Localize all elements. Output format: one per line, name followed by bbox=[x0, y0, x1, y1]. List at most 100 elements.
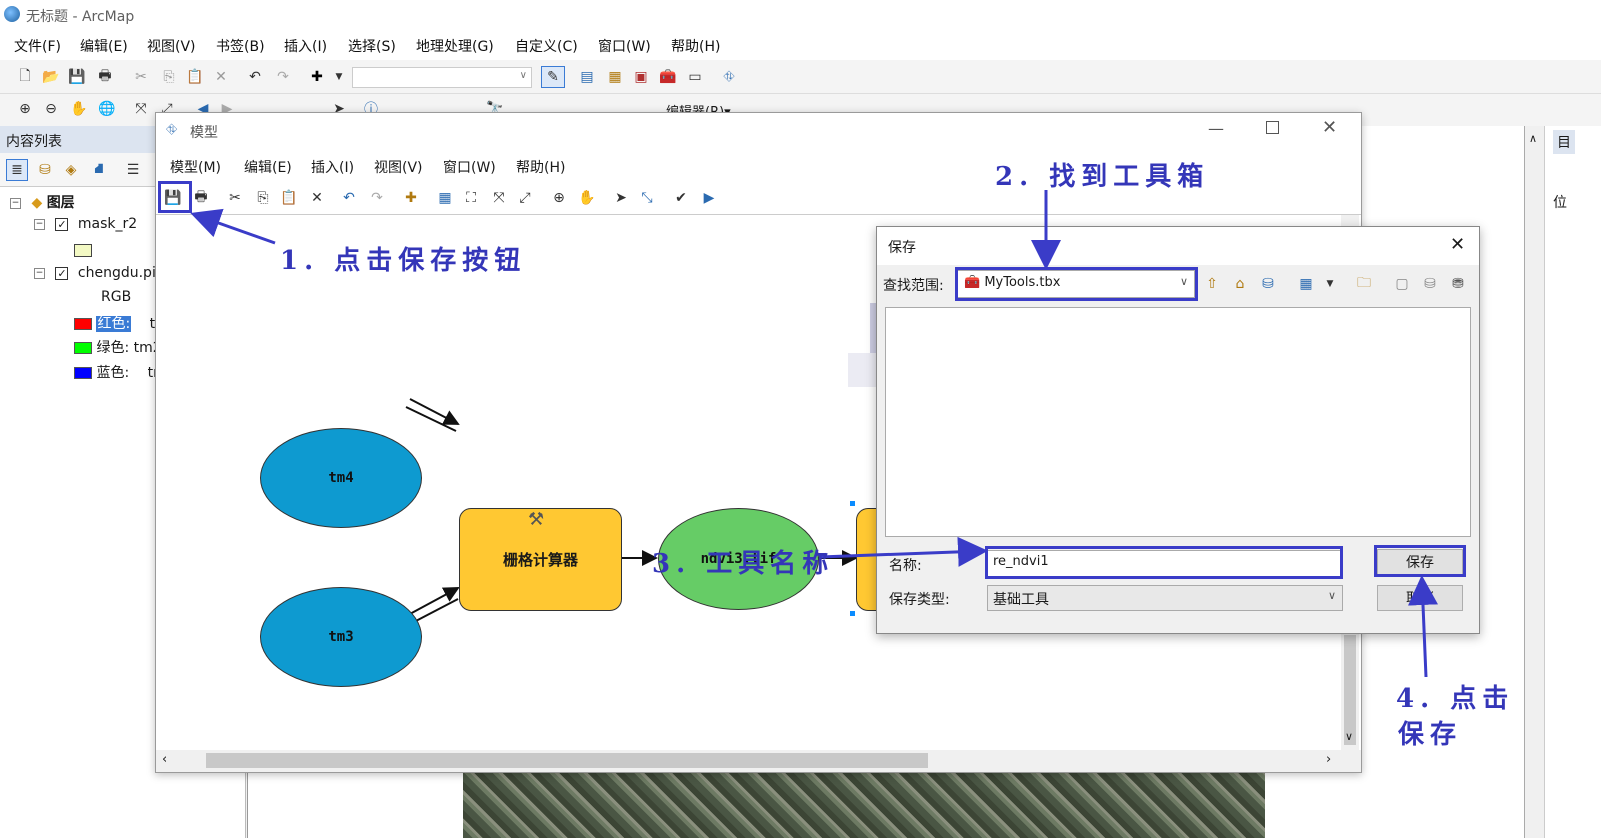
fixed-zoom-in-icon[interactable]: ⤧ bbox=[135, 101, 147, 117]
cancel-button[interactable]: 取消 bbox=[1377, 585, 1463, 611]
menu-model[interactable]: 模型(M) bbox=[170, 160, 222, 176]
copy-icon[interactable]: ⎘ bbox=[163, 69, 175, 85]
panel-tab[interactable]: 目 bbox=[1553, 130, 1575, 154]
band-green[interactable]: 绿色: tm2 bbox=[74, 337, 162, 357]
copy-icon[interactable]: ⎘ bbox=[257, 190, 269, 206]
menu-geoprocessing[interactable]: 地理处理(G) bbox=[416, 39, 494, 55]
scroll-thumb[interactable] bbox=[206, 753, 928, 768]
scale-combo[interactable]: ∨ bbox=[352, 67, 532, 88]
paste-icon[interactable]: 📋 bbox=[280, 190, 298, 206]
band-red[interactable]: 红色: t bbox=[74, 313, 155, 333]
catalog-icon[interactable]: ▦ bbox=[608, 69, 622, 85]
cut-icon[interactable]: ✂ bbox=[229, 190, 241, 206]
pan-icon[interactable]: ✋ bbox=[578, 190, 596, 206]
up-one-level-icon[interactable]: ⇧ bbox=[1206, 276, 1218, 292]
name-input[interactable]: re_ndvi1 bbox=[987, 550, 1343, 578]
undo-icon[interactable]: ↶ bbox=[249, 69, 261, 85]
chevron-down-icon[interactable]: ▼ bbox=[1326, 279, 1334, 289]
save-button[interactable]: 保存 bbox=[1377, 549, 1463, 575]
tool-node-raster-calculator[interactable]: 栅格计算器 bbox=[459, 508, 622, 611]
full-extent-icon[interactable]: 🌐 bbox=[98, 101, 116, 117]
editor-toolbar-icon[interactable]: ✎ bbox=[541, 66, 565, 88]
forward-icon[interactable]: ▶ bbox=[221, 101, 233, 117]
scroll-right-icon[interactable]: › bbox=[1326, 752, 1332, 767]
close-icon[interactable]: ✕ bbox=[1322, 117, 1338, 138]
scroll-down-icon[interactable]: ∨ bbox=[1345, 730, 1354, 743]
print-icon[interactable]: 🖶 bbox=[194, 189, 208, 205]
new-toolbox-icon[interactable]: ▢ bbox=[1395, 276, 1409, 292]
scroll-up-icon[interactable]: ∧ bbox=[1529, 132, 1538, 145]
collapse-icon[interactable]: − bbox=[34, 218, 45, 230]
validate-icon[interactable]: ✔ bbox=[675, 190, 687, 206]
horizontal-scrollbar[interactable]: ‹ › bbox=[156, 750, 1361, 772]
layer-visibility-checkbox[interactable]: ✓ bbox=[55, 266, 69, 280]
full-extent-icon[interactable]: ⛶ bbox=[466, 190, 476, 206]
menu-file[interactable]: 文件(F) bbox=[14, 39, 61, 55]
modelbuilder-icon[interactable]: ⛗ bbox=[723, 69, 735, 85]
layers-group[interactable]: − ◆ 图层 bbox=[10, 192, 75, 212]
menu-help[interactable]: 帮助(H) bbox=[516, 160, 566, 176]
connect-icon[interactable]: ⤡ bbox=[641, 190, 653, 206]
collapse-icon[interactable]: − bbox=[34, 267, 45, 279]
zoom-in-icon[interactable]: ⊕ bbox=[553, 190, 565, 206]
run-icon[interactable]: ▶ bbox=[703, 190, 715, 206]
collapse-icon[interactable]: − bbox=[10, 197, 21, 209]
options-icon[interactable]: ☰ bbox=[126, 162, 140, 178]
selection-handle[interactable] bbox=[850, 611, 855, 616]
band-blue[interactable]: 蓝色: tn bbox=[74, 362, 162, 382]
scroll-left-icon[interactable]: ‹ bbox=[162, 752, 168, 767]
fixed-zoom-out-icon[interactable]: ⤢ bbox=[519, 190, 531, 206]
add-data-icon[interactable]: ✚ bbox=[311, 69, 323, 85]
connect-database-icon[interactable]: ⛃ bbox=[1452, 276, 1464, 292]
input-node-tm4[interactable]: tm4 bbox=[260, 428, 422, 528]
type-select[interactable]: 基础工具 ∨ bbox=[987, 585, 1343, 611]
menu-view[interactable]: 视图(V) bbox=[374, 160, 423, 176]
list-by-source-icon[interactable]: ⛁ bbox=[39, 162, 51, 178]
delete-icon[interactable]: ✕ bbox=[311, 190, 323, 206]
input-node-tm3[interactable]: tm3 bbox=[260, 587, 422, 687]
home-icon[interactable]: ⌂ bbox=[1235, 276, 1245, 292]
list-by-drawing-order-icon[interactable]: ≣ bbox=[6, 159, 28, 181]
menu-insert[interactable]: 插入(I) bbox=[284, 39, 328, 55]
zoom-in-icon[interactable]: ⊕ bbox=[19, 101, 31, 117]
pan-icon[interactable]: ✋ bbox=[70, 101, 88, 117]
print-icon[interactable]: 🖶 bbox=[98, 68, 112, 84]
redo-icon[interactable]: ↷ bbox=[277, 69, 289, 85]
python-window-icon[interactable]: ▭ bbox=[688, 69, 702, 85]
back-icon[interactable]: ◀ bbox=[197, 101, 209, 117]
menu-bookmarks[interactable]: 书签(B) bbox=[216, 39, 265, 55]
new-database-icon[interactable]: ⛁ bbox=[1424, 276, 1436, 292]
new-document-icon[interactable]: 🗋 bbox=[19, 68, 31, 84]
list-by-visibility-icon[interactable]: ◈ bbox=[65, 162, 77, 178]
open-folder-icon[interactable]: 📂 bbox=[42, 69, 60, 85]
auto-layout-icon[interactable]: ▦ bbox=[438, 190, 452, 206]
cut-icon[interactable]: ✂ bbox=[135, 69, 147, 85]
close-icon[interactable]: ✕ bbox=[1450, 234, 1466, 255]
fixed-zoom-out-icon[interactable]: ⤢ bbox=[161, 101, 173, 117]
table-icon[interactable]: ▤ bbox=[580, 69, 594, 85]
menu-insert[interactable]: 插入(I) bbox=[311, 160, 355, 176]
select-icon[interactable]: ➤ bbox=[615, 190, 627, 206]
new-folder-icon[interactable]: 🗀 bbox=[1357, 275, 1371, 291]
save-icon[interactable]: 💾 bbox=[68, 69, 86, 85]
layer-visibility-checkbox[interactable]: ✓ bbox=[55, 217, 69, 231]
lookin-combo[interactable]: 🧰 MyTools.tbx ∨ bbox=[957, 270, 1195, 298]
list-by-selection-icon[interactable]: ⛘ bbox=[94, 161, 104, 177]
fixed-zoom-in-icon[interactable]: ⤧ bbox=[493, 190, 505, 206]
menu-windows[interactable]: 窗口(W) bbox=[598, 39, 651, 55]
add-data-icon[interactable]: ✚ bbox=[405, 190, 417, 206]
layer-mask[interactable]: − ✓ mask_r2 bbox=[34, 216, 137, 232]
file-list[interactable] bbox=[885, 307, 1471, 537]
save-model-icon[interactable]: 💾 bbox=[164, 190, 182, 206]
menu-selection[interactable]: 选择(S) bbox=[348, 39, 396, 55]
arctoolbox-icon[interactable]: 🧰 bbox=[659, 69, 677, 85]
menu-view[interactable]: 视图(V) bbox=[147, 39, 196, 55]
menu-customize[interactable]: 自定义(C) bbox=[515, 39, 578, 55]
connect-folder-icon[interactable]: ⛁ bbox=[1262, 276, 1274, 292]
menu-help[interactable]: 帮助(H) bbox=[671, 39, 721, 55]
redo-icon[interactable]: ↷ bbox=[371, 190, 383, 206]
select-elements-icon[interactable]: ➤ bbox=[333, 101, 345, 117]
view-list-icon[interactable]: ▦ bbox=[1299, 276, 1313, 292]
minimize-icon[interactable]: — bbox=[1208, 119, 1224, 138]
delete-icon[interactable]: ✕ bbox=[215, 69, 227, 85]
